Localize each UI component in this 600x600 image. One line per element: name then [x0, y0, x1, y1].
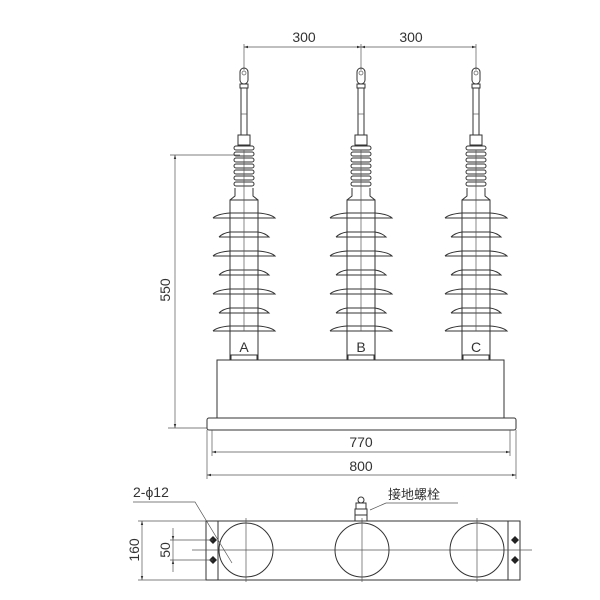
insulator-shed — [450, 307, 503, 314]
insulator-shed — [329, 250, 394, 257]
insulator-shed — [212, 250, 277, 257]
hole-spacing-label: 50 — [157, 542, 173, 558]
insulator-shed — [218, 231, 271, 238]
outer-width-label: 800 — [349, 458, 373, 474]
bellows-ring — [350, 145, 372, 151]
insulator-shed — [335, 307, 388, 314]
phase-label: C — [471, 339, 481, 355]
insulator-shed — [335, 231, 388, 238]
phase-label: A — [239, 339, 249, 355]
depth-label: 160 — [126, 538, 142, 562]
phase-label: B — [356, 339, 365, 355]
arrester-body — [216, 359, 505, 419]
spacing-label-bc: 300 — [399, 29, 423, 45]
base-plate — [206, 417, 517, 431]
insulator-column: A — [212, 67, 277, 361]
insulator-shed — [444, 250, 509, 257]
insulator-shed — [212, 325, 277, 332]
grounding-bolt-label: 接地螺栓 — [388, 487, 440, 503]
terminal-lug — [239, 67, 249, 85]
bellows-ring — [233, 145, 255, 151]
insulator-shed — [444, 325, 509, 332]
insulator-column: B — [329, 67, 394, 361]
terminal-rod — [472, 87, 480, 136]
height-label: 550 — [157, 278, 173, 302]
insulator-shed — [212, 212, 277, 219]
insulator-column: C — [444, 67, 509, 361]
bellows-ring — [465, 145, 487, 151]
insulator-shed — [450, 231, 503, 238]
terminal-rod — [357, 87, 365, 136]
inner-width-label: 770 — [349, 434, 373, 450]
phase-spacing-dimension: 300 300 — [243, 29, 477, 70]
insulator-shed — [212, 288, 277, 295]
insulator-shed — [329, 212, 394, 219]
hole-label: 2-ϕ12 — [133, 484, 169, 500]
width-dimensions: 770 800 — [206, 430, 517, 479]
plan-view: 160 50 2-ϕ12 接地螺栓 — [126, 484, 532, 582]
grounding-bolt — [354, 496, 368, 522]
insulator-shed — [444, 288, 509, 295]
insulator-shed — [335, 269, 388, 276]
insulator-columns: A B C — [212, 67, 509, 361]
insulator-shed — [450, 269, 503, 276]
terminal-lug — [356, 67, 366, 85]
insulator-shed — [218, 269, 271, 276]
terminal-rod — [240, 87, 248, 136]
spacing-label-ab: 300 — [292, 29, 316, 45]
insulator-shed — [444, 212, 509, 219]
insulator-shed — [329, 325, 394, 332]
height-dimension: 550 — [157, 154, 240, 429]
insulator-shed — [218, 307, 271, 314]
terminal-lug — [471, 67, 481, 85]
insulator-shed — [329, 288, 394, 295]
